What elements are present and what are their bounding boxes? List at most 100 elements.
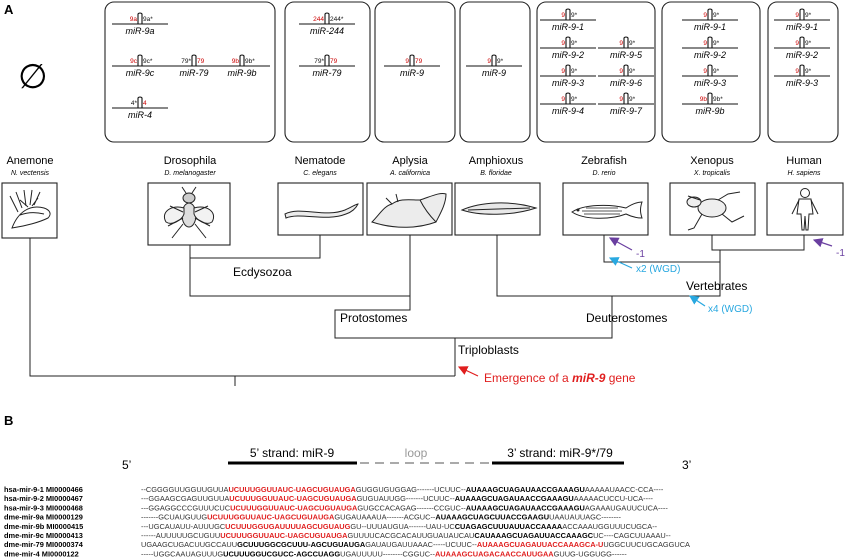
- species-latin-nematode: C. elegans: [303, 170, 337, 177]
- gene-arm-left: 9: [487, 58, 491, 65]
- gene-arm-left: 9: [561, 40, 565, 47]
- gene-arm-left: 9b: [232, 58, 240, 65]
- sequence-text: ---GGAAGCGAGUUGUUAUCUUUGGUUAUC-UAGCUGUAU…: [141, 494, 654, 503]
- gene-arm-right: 9b*: [245, 58, 255, 65]
- gene-name: miR-9-3: [786, 78, 818, 88]
- hairpin-stem: [239, 54, 245, 66]
- gene-name: miR-9-2: [786, 50, 818, 60]
- hairpin-gene: 9 9* miR-9-2: [682, 36, 738, 60]
- gene-arm-right: 9*: [571, 40, 578, 47]
- gene-name: miR-9-2: [694, 50, 726, 60]
- gene-name: miR-244: [310, 26, 344, 36]
- hairpin-stem: [137, 96, 143, 108]
- gene-arm-left: 9c: [130, 58, 138, 65]
- strand5-label: 5’ strand: miR-9: [250, 446, 335, 460]
- gene-name: miR-9-6: [610, 78, 642, 88]
- gene-arm-right: 9*: [713, 40, 720, 47]
- species-latin-xenopus: X. tropicalis: [693, 170, 731, 177]
- species-name-nematode: Nematode: [295, 155, 346, 167]
- gene-arm-left: 9a: [130, 16, 138, 23]
- hairpin-stem: [707, 92, 713, 104]
- clade-deuterostomes: Deuterostomes: [586, 311, 667, 325]
- empty-set-symbol: ∅: [18, 58, 48, 96]
- hairpin-stem: [799, 8, 805, 20]
- sequence-id: dme-mir-9b MI0000415: [4, 522, 83, 531]
- gene-name: miR-9-3: [552, 78, 584, 88]
- sequence-text: ---UGCAUAUU-AUUUGCUCUUUGGUGAUUUUAGCUGUAU…: [141, 522, 658, 531]
- loss-label-zebrafish: -1: [636, 249, 645, 260]
- loss-label-human: -1: [836, 248, 845, 259]
- hairpin-stem: [623, 36, 629, 48]
- gene-arm-left: 9: [619, 68, 623, 75]
- sequence-id: dme-mir-9c MI0000413: [4, 531, 83, 540]
- sequence-text: ---GGAGGCCCGUUUCUCUCUUUGGUUAUC-UAGCUGUAU…: [141, 503, 668, 512]
- gene-arm-left: 9: [619, 96, 623, 103]
- gene-name: miR-9-5: [610, 50, 643, 60]
- gene-box-drosophila: [104, 1, 276, 143]
- species-name-anemone: Anemone: [6, 155, 53, 167]
- gene-name: miR-9-7: [610, 106, 643, 116]
- event-labels: -1 x2 (WGD) x4 (WGD) -1: [636, 248, 845, 315]
- wgd-label-x2: x2 (WGD): [636, 264, 680, 275]
- anemone-icon: [9, 189, 51, 229]
- panel-a-label: A: [4, 2, 14, 17]
- gene-name: miR-9-2: [552, 50, 584, 60]
- worm-icon: [284, 203, 359, 219]
- lancelet-icon: [460, 202, 538, 215]
- sequence-text: ------AUUUUUGCUGUUUCUUUGGUUAUC-UAGCUGUAU…: [141, 531, 671, 540]
- gene-arm-right: 9*: [571, 68, 578, 75]
- hairpin-stem: [565, 64, 571, 76]
- gene-arm-right: 9*: [629, 40, 636, 47]
- hairpin-stem: [137, 54, 143, 66]
- gene-arm-right: 9*: [713, 12, 720, 19]
- species-name-aplysia: Aplysia: [392, 155, 428, 167]
- gene-box-human: [767, 1, 839, 143]
- gene-arm-right: 9*: [805, 40, 812, 47]
- hairpin-stem: [565, 92, 571, 104]
- hairpin-stem: [409, 54, 415, 66]
- gene-arm-left: 9: [561, 68, 565, 75]
- gene-box-group: [104, 1, 839, 143]
- gene-arm-left: 9: [703, 40, 707, 47]
- gene-arm-right: 9a*: [143, 16, 153, 23]
- gene-arm-right: 79: [415, 58, 423, 65]
- wgd-arrow-x4: [689, 295, 706, 307]
- hairpin-stem: [137, 12, 143, 24]
- gene-name: miR-9-1: [694, 22, 726, 32]
- gene-arm-left: 9: [795, 12, 799, 19]
- gene-arm-left: 9: [703, 68, 707, 75]
- gene-arm-right: 9*: [571, 96, 578, 103]
- gene-name: miR-9c: [126, 68, 155, 78]
- gene-arm-right: 9*: [497, 58, 504, 65]
- species-latin-drosophila: D. melanogaster: [164, 170, 216, 177]
- gene-name: miR-9-1: [552, 22, 584, 32]
- three-prime-label: 3’: [682, 458, 691, 472]
- five-prime-label: 5’: [122, 458, 131, 472]
- gene-arm-left: 9: [795, 68, 799, 75]
- species-name-zebrafish: Zebrafish: [581, 155, 627, 167]
- sequence-text: -----UGGCAAUAGUUUGUCUUUGGUCGUCC-AGCCUAGG…: [141, 549, 627, 558]
- event-arrows: [457, 237, 833, 377]
- gene-box-nematode: [284, 1, 371, 143]
- gene-name: miR-9-4: [552, 106, 584, 116]
- gene-arm-right: 9*: [629, 68, 636, 75]
- phylogenetic-tree: [29, 235, 805, 386]
- hairpin-stem: [707, 8, 713, 20]
- gene-name: miR-9a: [125, 26, 154, 36]
- gene-arm-right: 9*: [713, 68, 720, 75]
- species-names: Anemone N. vectensis Drosophila D. melan…: [6, 155, 821, 177]
- gene-arm-right: 9b*: [713, 96, 723, 103]
- gene-arm-right: 79: [330, 58, 338, 65]
